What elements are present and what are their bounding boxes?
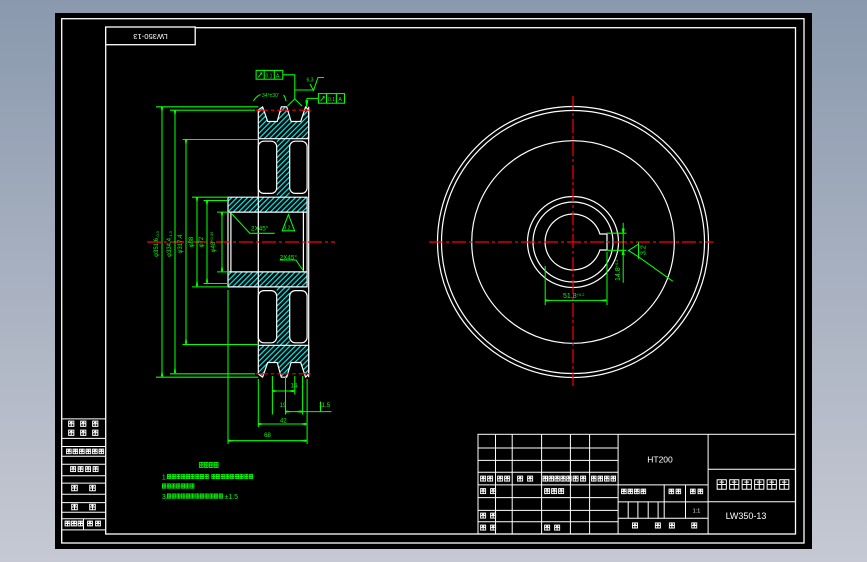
svg-text:1:1: 1:1 [693,509,701,515]
svg-text:φ317.4: φ317.4 [178,234,184,254]
svg-text:68: 68 [264,433,271,439]
svg-text:3.2: 3.2 [284,226,291,232]
svg-text:A: A [276,73,280,79]
svg-text:HT200: HT200 [647,455,673,465]
svg-text:LW350-13: LW350-13 [133,32,167,41]
svg-text:A: A [339,97,343,103]
svg-text:1.: 1. [162,474,168,481]
svg-text:φ334.4-1.3: φ334.4-1.3 [167,230,173,257]
svg-text:3.: 3. [162,494,168,501]
svg-text:0.1: 0.1 [328,97,335,103]
svg-text:φ88: φ88 [189,236,195,247]
svg-text:0.1: 0.1 [266,73,273,79]
svg-text:6.3: 6.3 [307,78,314,84]
svg-text:51.8+0.2: 51.8+0.2 [563,292,585,300]
svg-text:11.5: 11.5 [319,403,331,409]
svg-text:34°±30': 34°±30' [262,93,279,99]
svg-text:φ48+0.05: φ48+0.05 [209,231,217,252]
svg-text:φ72: φ72 [199,236,205,247]
svg-text:19: 19 [280,403,287,409]
svg-text:±1.5: ±1.5 [225,494,239,501]
svg-text:LW350-13: LW350-13 [726,511,767,521]
svg-text:3.2: 3.2 [641,245,648,255]
svg-text:14.8+0.1: 14.8+0.1 [614,259,622,281]
svg-text:2X45°: 2X45° [251,225,269,233]
svg-text:φ351.6-0.3: φ351.6-0.3 [154,230,160,257]
svg-text:14: 14 [291,384,298,390]
svg-text:42: 42 [280,419,287,425]
svg-text:2X45°: 2X45° [280,254,298,262]
